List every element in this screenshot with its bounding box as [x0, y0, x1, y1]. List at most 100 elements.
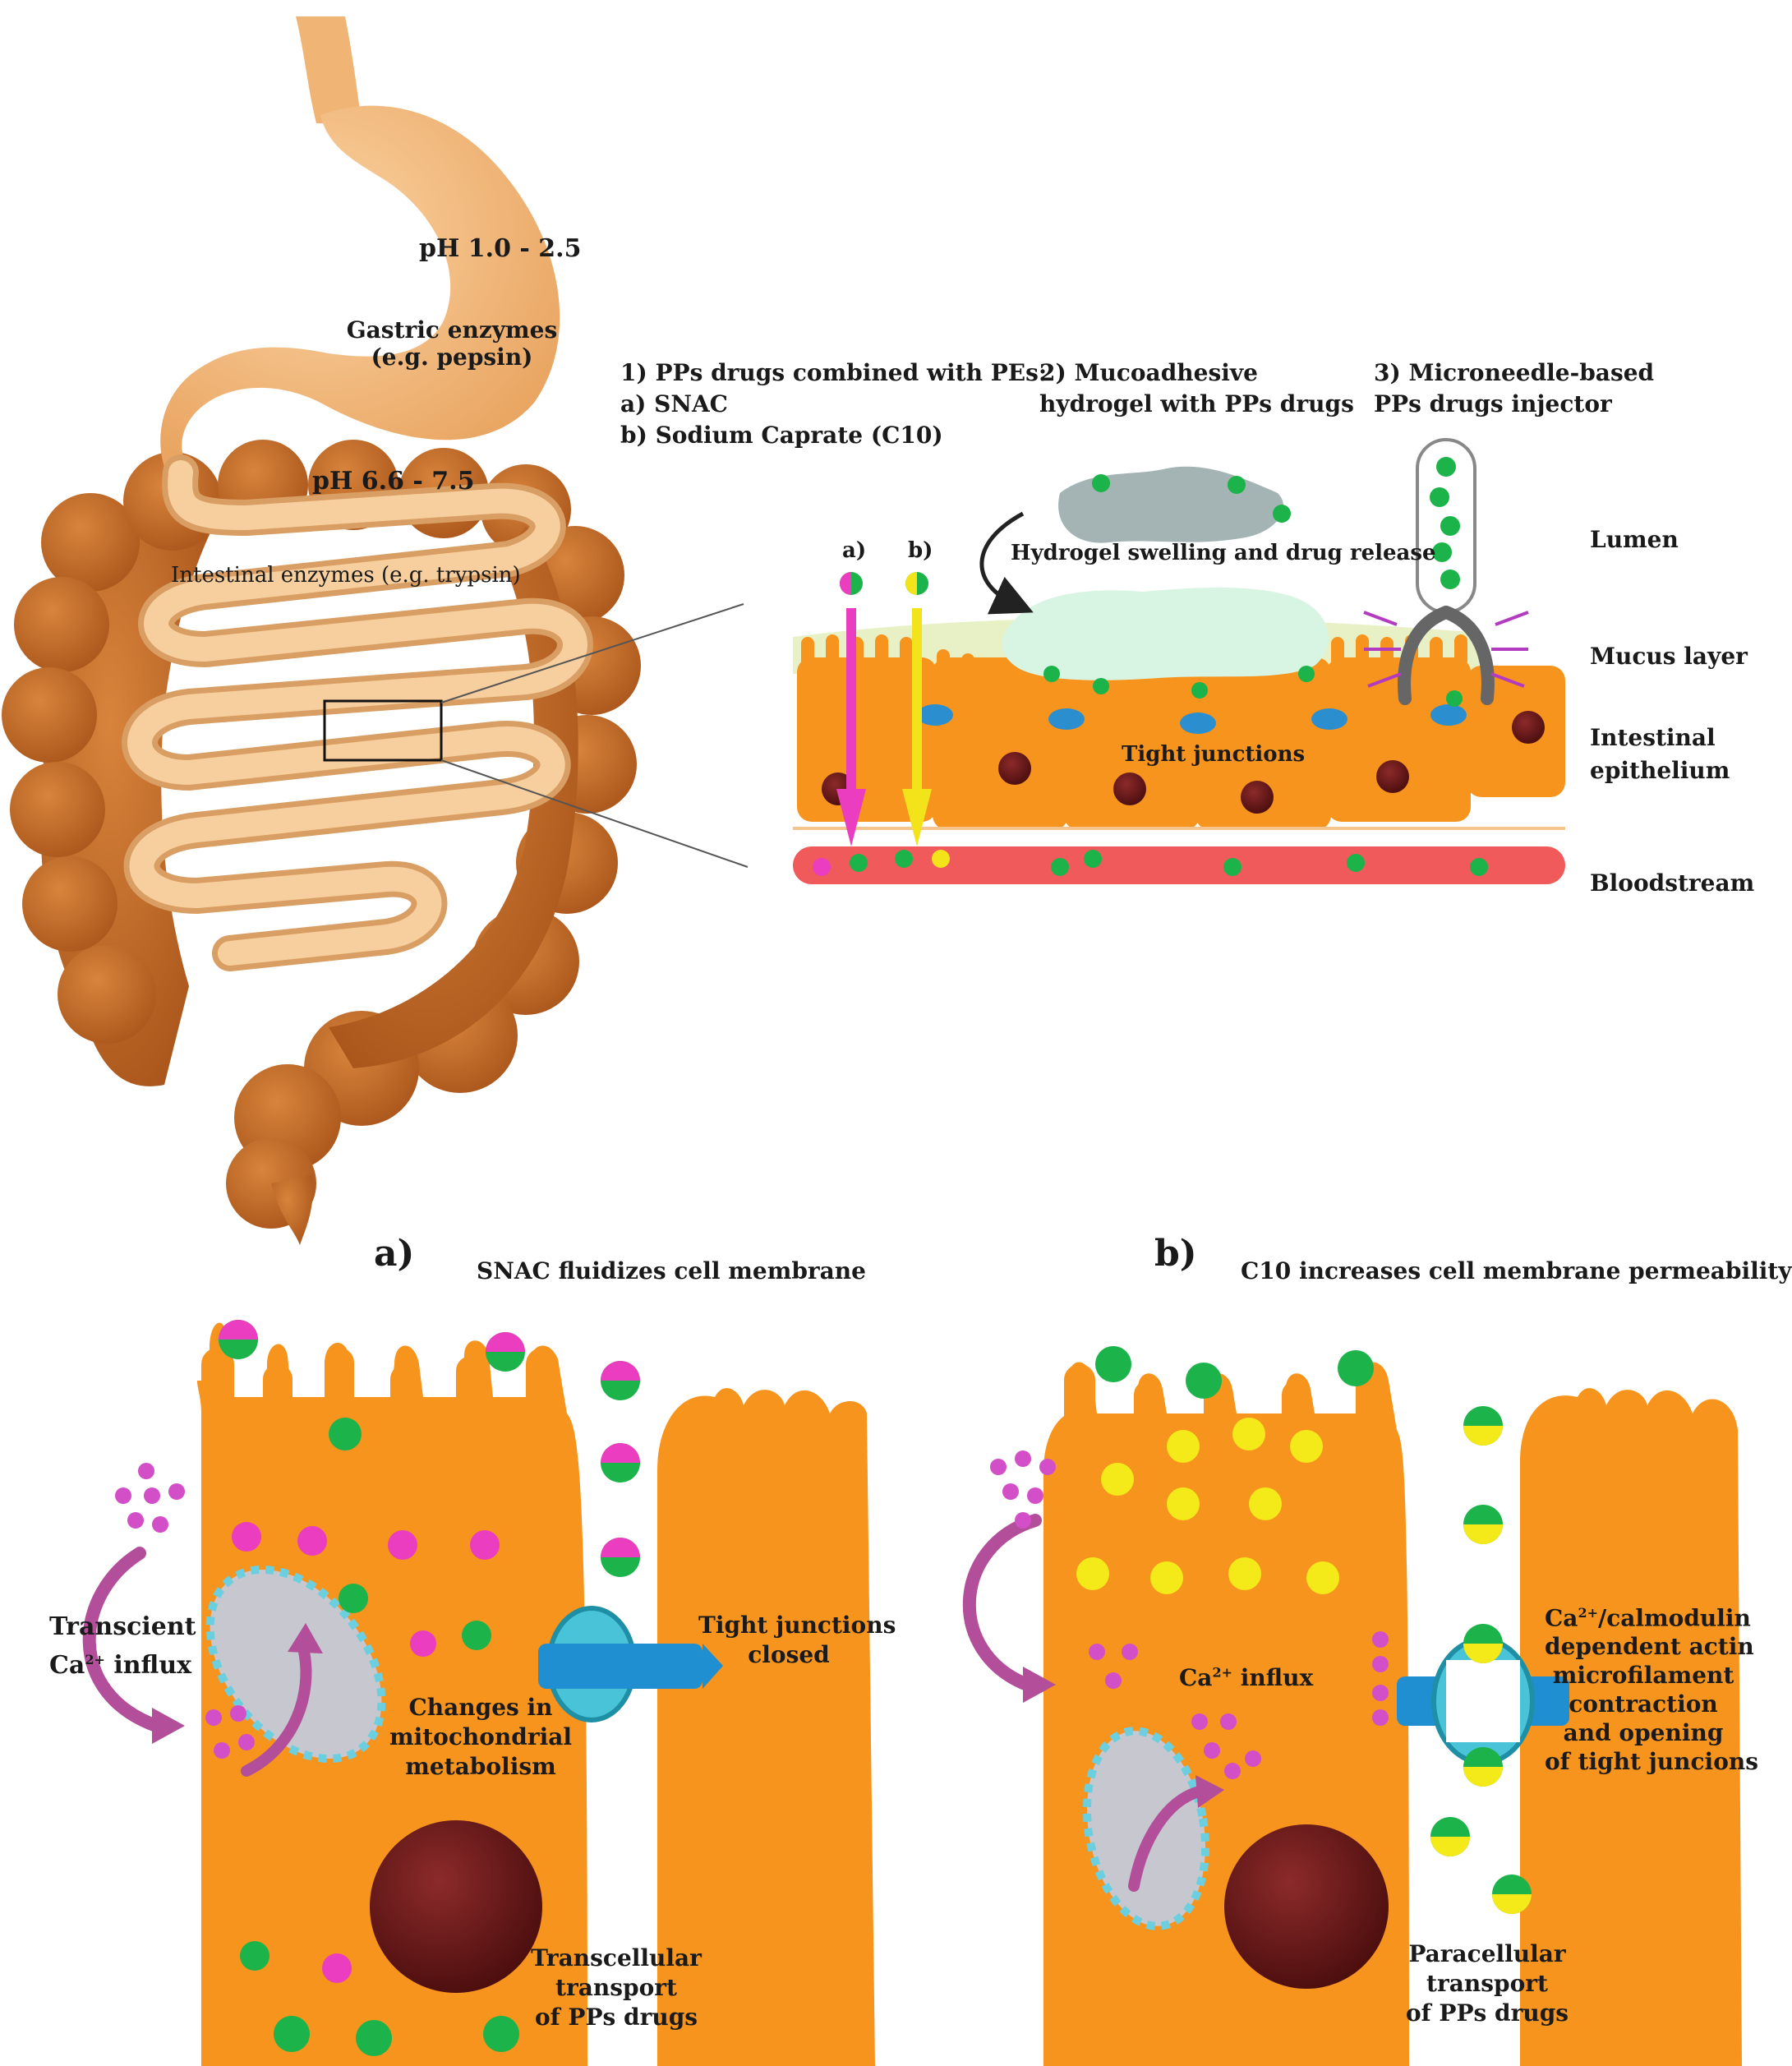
panel-b-transport-line2: transport — [1426, 1970, 1548, 1997]
stomach — [160, 105, 560, 477]
panel-b-transport-line1: Paracellular — [1408, 1940, 1566, 1967]
panel-a-mito-line3: metabolism — [405, 1753, 556, 1780]
panel-a-transport-line3: of PPs drugs — [534, 2004, 698, 2031]
microneedle-arms — [1398, 606, 1495, 705]
panel-b-ca-arrow — [962, 1514, 1042, 1691]
strategy-1-label: 1) PPs drugs combined with PEs: a) SNAC … — [620, 357, 1047, 451]
diagram-artwork — [2, 16, 1742, 2066]
panel-b-marker: b) — [1154, 1233, 1197, 1275]
mucus-layer-label: Mucus layer — [1590, 643, 1748, 670]
panel-b-mito-arrow — [1128, 1786, 1205, 1892]
panel-a-ca-arrow — [82, 1547, 163, 1732]
panel-a-mito-arrow — [241, 1646, 312, 1777]
panel-b-diagram — [962, 1346, 1742, 2066]
panel-b-mech-line6: of tight juncions — [1545, 1748, 1758, 1776]
strategy-2-line1: 2) Mucoadhesive — [1039, 359, 1258, 386]
panel-a-ca-dots — [115, 1463, 255, 1759]
panel-b-mech-ca-symbol: Ca — [1545, 1604, 1578, 1632]
panel-a-ca-label: Transcient Ca2+ influx — [49, 1611, 196, 1682]
panel-b-mech-calmodulin: /calmodulin — [1597, 1604, 1751, 1632]
hydrogel-label: Hydrogel swelling and drug release — [1011, 541, 1436, 565]
intestine-ph-label: pH 6.6 - 7.5 — [312, 467, 475, 496]
stomach-enzymes-line1: Gastric enzymes — [346, 316, 558, 344]
panel-b-ca-dots — [990, 1450, 1389, 1779]
hydrogel-dry — [1058, 466, 1284, 543]
epithelium-line2: epithelium — [1590, 757, 1730, 784]
hydrogel-arrow — [979, 511, 1034, 615]
panel-b-neighbor-cell — [1520, 1388, 1742, 2066]
colon — [2, 440, 641, 1245]
epithelium-line1: Intestinal — [1590, 724, 1716, 751]
panel-a-ca-line2: Ca2+ influx — [49, 1644, 192, 1682]
panel-a-mitochondrion — [205, 1565, 386, 1764]
stomach-enzymes-line2: (e.g. pepsin) — [371, 344, 533, 371]
panel-b-ca-label: Ca2+ influx — [1179, 1664, 1313, 1691]
panel-a-diagram — [82, 1320, 875, 2066]
panel-a-mito-line2: mitochondrial — [389, 1723, 573, 1750]
panel-b-mech-line3: microfilament — [1552, 1662, 1734, 1690]
panel-a-transport-label: Transcellular transport of PPs drugs — [526, 1944, 707, 2032]
panel-b-mech-line1: Ca2+/calmodulin — [1545, 1598, 1751, 1632]
panel-a-mito-label: Changes in mitochondrial metabolism — [382, 1693, 579, 1782]
panel-b-mech-line4: contraction — [1569, 1690, 1718, 1718]
panel-b-tight-junction — [1397, 1637, 1569, 1765]
panel-b-mitochondrion — [1082, 1727, 1210, 1930]
small-intestine — [122, 454, 593, 971]
strategy-3-line2: PPs drugs injector — [1374, 390, 1612, 417]
strategy-2-label: 2) Mucoadhesive hydrogel with PPs drugs — [1039, 357, 1354, 420]
intestine-enzymes-label: Intestinal enzymes (e.g. trypsin) — [171, 563, 521, 588]
panel-b-mech-ca-charge: 2+ — [1578, 1605, 1598, 1621]
panel-a-title: SNAC fluidizes cell membrane — [477, 1257, 866, 1284]
bloodstream-label: Bloodstream — [1590, 869, 1755, 897]
bloodstream-vessel — [793, 846, 1565, 884]
esophagus — [296, 16, 362, 123]
panel-b-transport-line3: of PPs drugs — [1405, 1999, 1569, 2027]
panel-a-marker: a) — [374, 1233, 415, 1275]
lumen-label: Lumen — [1590, 526, 1679, 553]
panel-a-ca-charge: 2+ — [85, 1652, 105, 1667]
zoom-marker-b: b) — [908, 538, 933, 563]
epithelium-label: Intestinal epithelium — [1590, 722, 1730, 787]
panel-b-nucleus — [1224, 1824, 1389, 1989]
panel-a-ca-influx: influx — [104, 1651, 192, 1680]
panel-b-mech-line5: and opening — [1563, 1719, 1724, 1747]
drugs-in-blood — [850, 850, 1488, 876]
panel-b-ca-charge: 2+ — [1212, 1664, 1232, 1681]
gi-tract — [2, 16, 749, 1245]
stomach-ph-label: pH 1.0 - 2.5 — [419, 234, 582, 263]
panel-a-transport-line1: Transcellular — [531, 1944, 702, 1971]
strategy-3-line1: 3) Microneedle-based — [1374, 359, 1655, 386]
panel-b-mech-line2: dependent actin — [1545, 1633, 1754, 1661]
panel-b-drug-particles — [1076, 1346, 1532, 1914]
panel-a-neighbor-cell — [657, 1388, 875, 2066]
stomach-enzymes-label: Gastric enzymes (e.g. pepsin) — [345, 316, 559, 371]
panel-b-mechanism-label: Ca2+/calmodulin dependent actin microfil… — [1545, 1598, 1758, 1776]
zoom-line-top — [440, 603, 744, 703]
strategy-1-a: a) SNAC — [620, 390, 728, 417]
panel-a-tight-junction — [538, 1606, 723, 1722]
panel-a-tj-line2: closed — [748, 1641, 830, 1668]
strategy-3-label: 3) Microneedle-based PPs drugs injector — [1374, 357, 1654, 420]
panel-b-title: C10 increases cell membrane permeability — [1241, 1257, 1792, 1284]
strategy-2-line2: hydrogel with PPs drugs — [1039, 390, 1354, 417]
strategy-1-b: b) Sodium Caprate (C10) — [620, 422, 943, 449]
zoom-schematic — [793, 438, 1565, 884]
panel-a-transport-line2: transport — [555, 1974, 677, 2001]
zoom-marker-a: a) — [842, 538, 867, 563]
panel-a-drug-particles — [219, 1320, 640, 2056]
panel-b-ca-influx: influx — [1232, 1664, 1314, 1691]
hydrogel-swollen — [1002, 588, 1329, 680]
panel-a-mito-line1: Changes in — [408, 1694, 553, 1721]
figure: pH 1.0 - 2.5 Gastric enzymes (e.g. pepsi… — [2, 16, 1792, 2066]
zoom-line-bottom — [440, 759, 749, 868]
tight-junctions-label: Tight junctions — [1122, 742, 1306, 767]
panel-a-nucleus — [370, 1820, 542, 1993]
strategy-1-title: 1) PPs drugs combined with PEs: — [620, 359, 1048, 386]
panel-b-ca-symbol: Ca — [1179, 1664, 1213, 1691]
panel-a-tj-label: Tight junctions closed — [698, 1611, 896, 1670]
panel-a-ca-line1: Transcient — [49, 1612, 196, 1641]
tight-junctions — [917, 704, 1467, 734]
panel-b-transport-label: Paracellular transport of PPs drugs — [1397, 1939, 1578, 2028]
zoom-box — [323, 699, 443, 762]
panel-a-ca-symbol: Ca — [49, 1651, 85, 1680]
